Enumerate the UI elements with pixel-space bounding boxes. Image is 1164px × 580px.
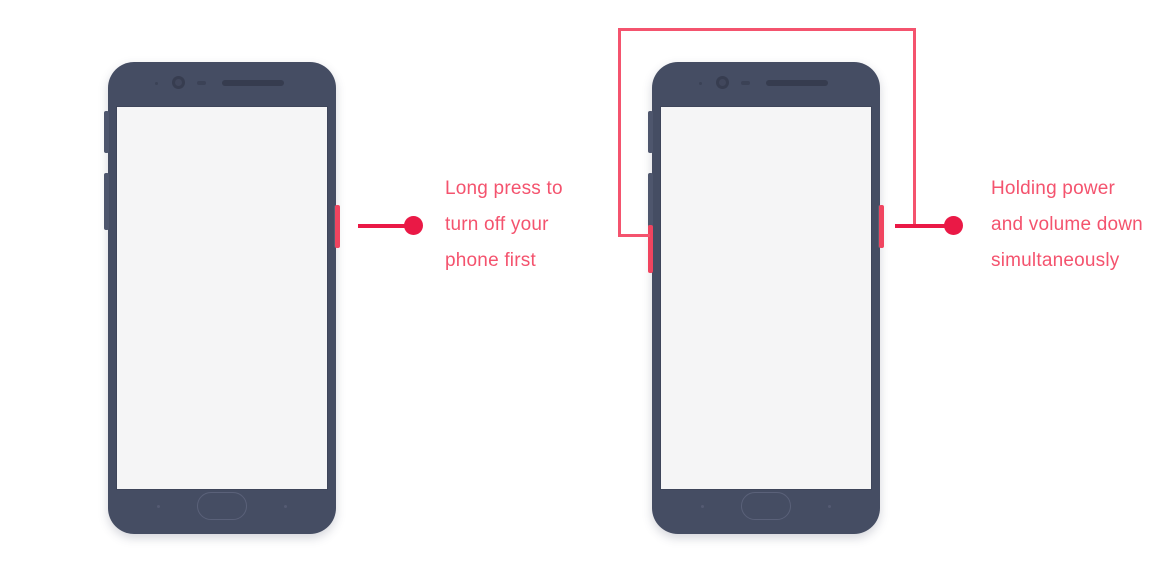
- light-sensor-icon: [155, 82, 158, 85]
- phone-left-volume-down-button[interactable]: [104, 173, 109, 230]
- recents-key-icon[interactable]: [157, 505, 160, 508]
- earpiece-speaker-icon: [222, 80, 284, 86]
- callout-power-volume-label: Holding power and volume down simultaneo…: [991, 178, 1143, 271]
- callout-power-volume-leader-line: [895, 224, 955, 228]
- bracket-right-vertical-segment: [913, 28, 916, 226]
- home-button-icon[interactable]: [741, 492, 791, 520]
- phone-left: [104, 62, 340, 534]
- phone-left-top-sensor-row: [108, 62, 336, 106]
- proximity-sensor-icon: [197, 81, 206, 85]
- callout-power-label: Long press to turn off your phone first: [445, 178, 563, 271]
- phone-right-power-button[interactable]: [879, 205, 884, 248]
- bracket-bottom-left-segment: [618, 234, 650, 237]
- front-camera-icon: [716, 76, 729, 89]
- home-button-icon[interactable]: [197, 492, 247, 520]
- earpiece-speaker-icon: [766, 80, 828, 86]
- phone-right-volume-down-button[interactable]: [648, 173, 653, 230]
- bracket-left-vertical-segment: [618, 28, 621, 236]
- phone-right-screen: [660, 106, 872, 490]
- phone-right: [648, 62, 884, 534]
- callout-power-endpoint-dot: [404, 216, 423, 235]
- phone-right-volume-down-highlight[interactable]: [648, 225, 653, 273]
- phone-right-volume-up-button[interactable]: [648, 111, 653, 153]
- callout-power-leader-line: [358, 224, 410, 228]
- recents-key-icon[interactable]: [701, 505, 704, 508]
- phone-left-volume-up-button[interactable]: [104, 111, 109, 153]
- proximity-sensor-icon: [741, 81, 750, 85]
- back-key-icon[interactable]: [284, 505, 287, 508]
- phone-left-power-button[interactable]: [335, 205, 340, 248]
- phone-left-screen: [116, 106, 328, 490]
- light-sensor-icon: [699, 82, 702, 85]
- back-key-icon[interactable]: [828, 505, 831, 508]
- bracket-top-segment: [618, 28, 916, 31]
- phone-right-top-sensor-row: [652, 62, 880, 106]
- front-camera-icon: [172, 76, 185, 89]
- callout-power-volume-endpoint-dot: [944, 216, 963, 235]
